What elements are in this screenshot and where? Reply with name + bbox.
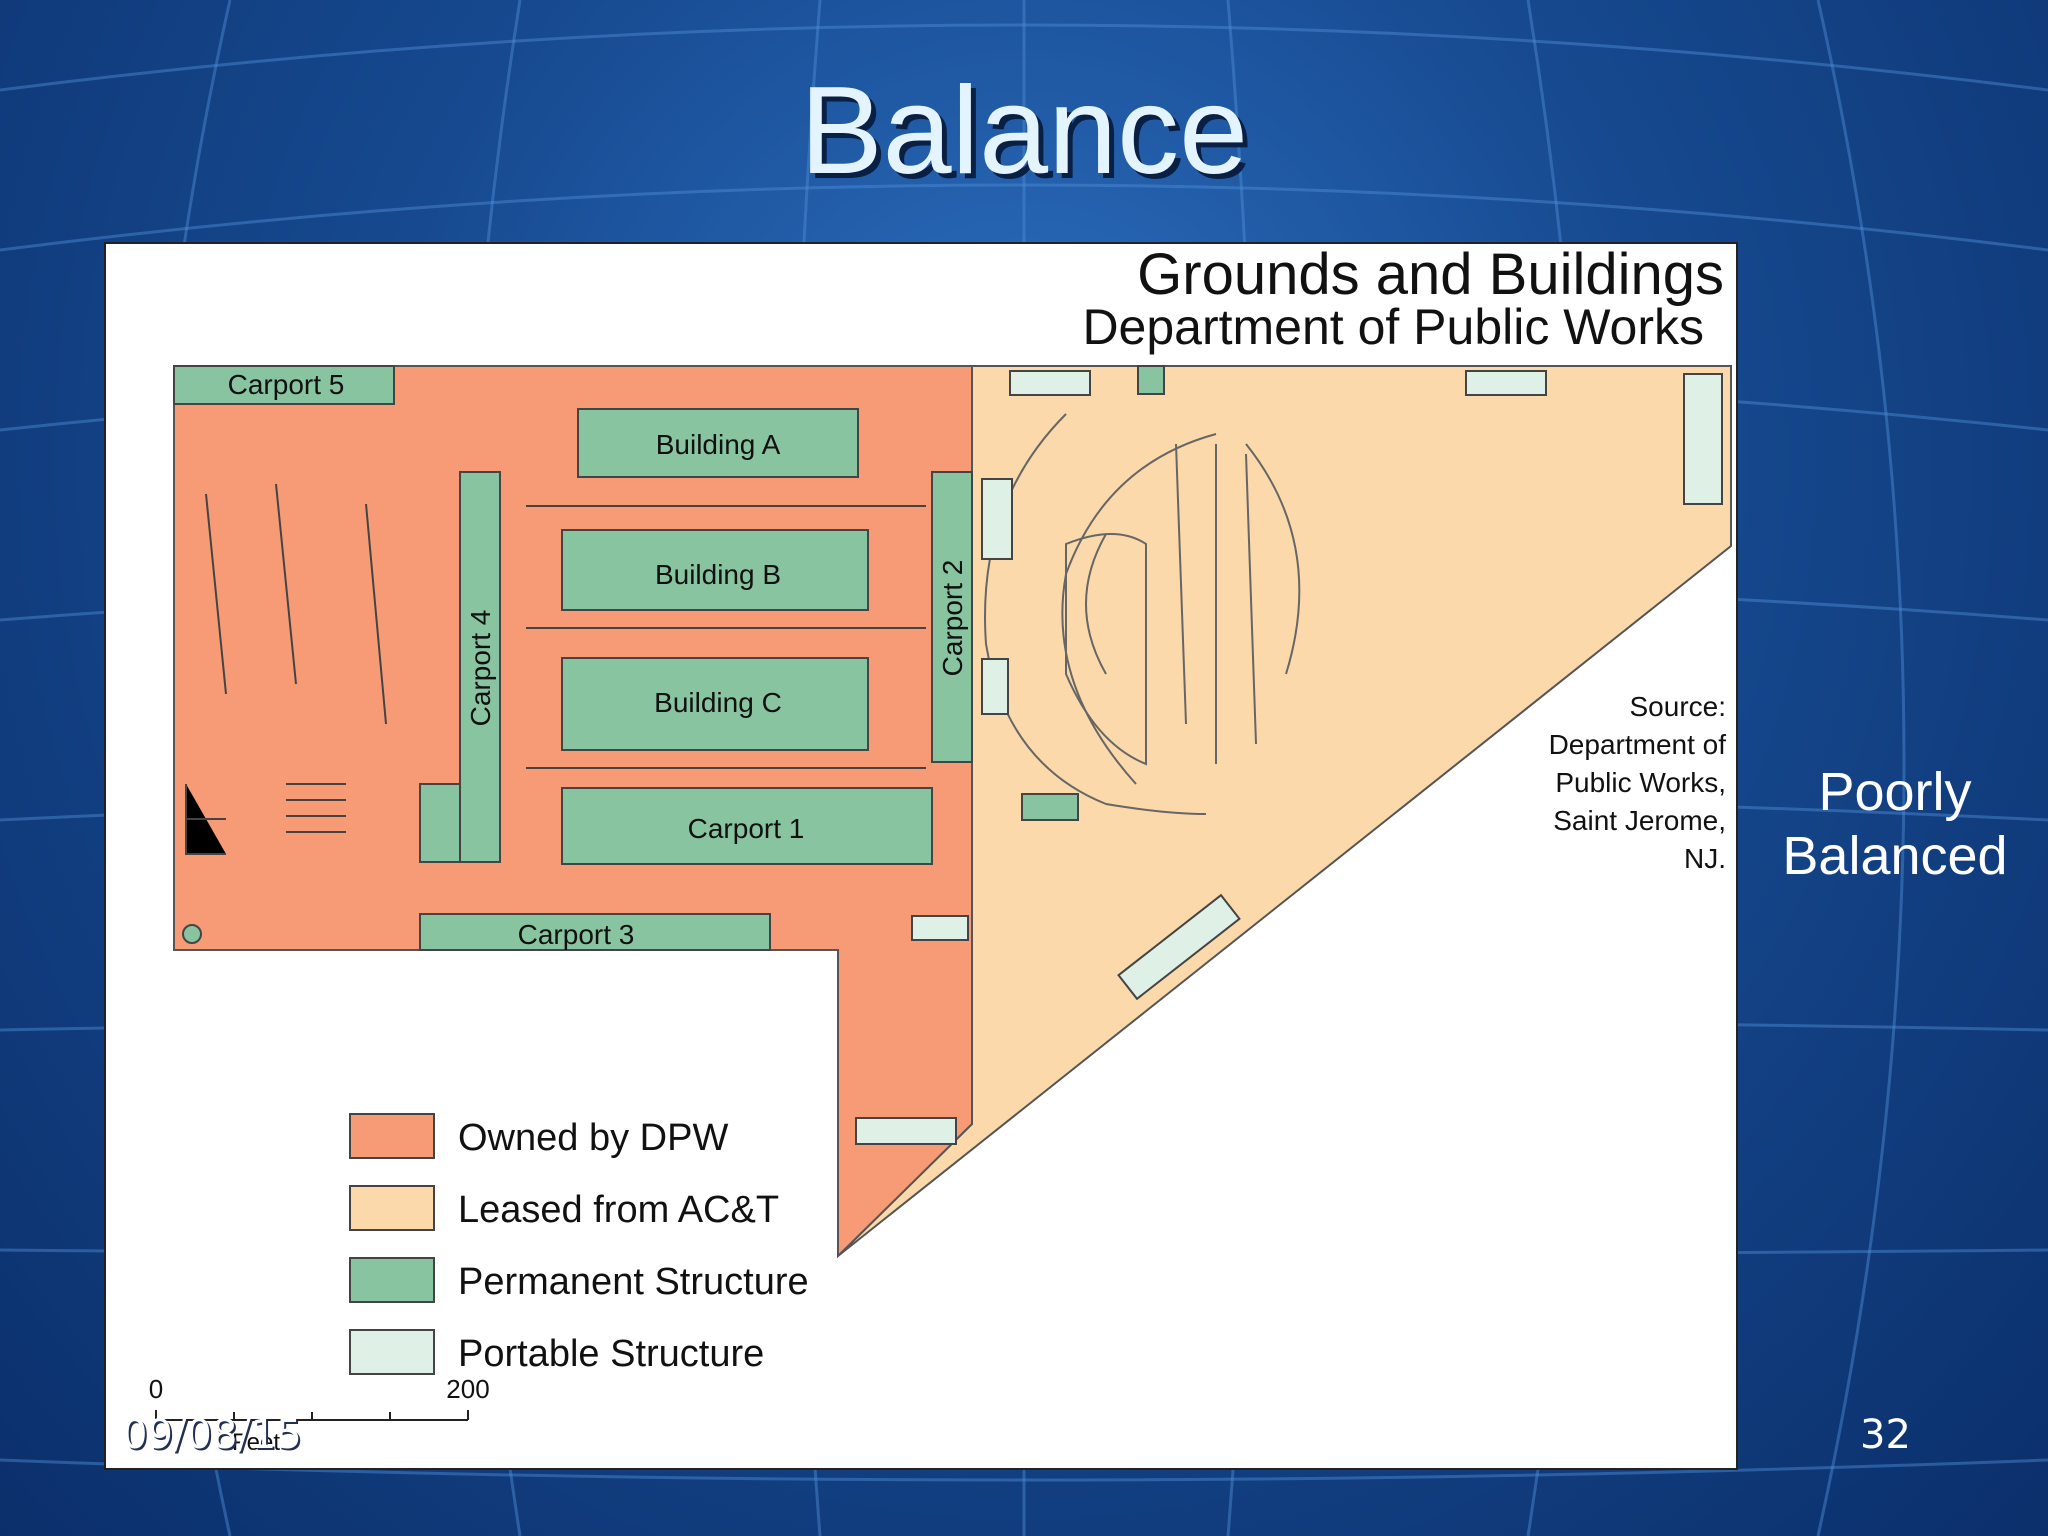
map-title: Grounds and Buildings (1137, 244, 1724, 307)
source-line: Saint Jerome, (1553, 805, 1726, 836)
source-line: Department of (1549, 729, 1727, 760)
label-carport-2: Carport 2 (937, 560, 968, 677)
label-carport-1: Carport 1 (688, 813, 805, 844)
label-building-c: Building C (654, 687, 782, 718)
carport-3-structure (419, 913, 771, 951)
source-line: NJ. (1684, 843, 1726, 874)
scale-bar: 0 200 Feet (149, 1374, 490, 1456)
label-building-b: Building B (655, 559, 781, 590)
site-map: Grounds and Buildings Department of Publ… (104, 242, 1738, 1470)
portable-structure (855, 1117, 957, 1145)
legend-label: Permanent Structure (458, 1261, 809, 1303)
label-building-a: Building A (656, 429, 781, 460)
side-note-line: Balanced (1782, 826, 2008, 886)
legend-label: Owned by DPW (458, 1117, 728, 1159)
slide-date: 09/08/15 (122, 1412, 302, 1458)
scale-unit: Feet (232, 1429, 280, 1456)
label-carport-5: Carport 5 (228, 369, 345, 400)
portable-structure (1683, 373, 1723, 505)
permanent-structure (1021, 793, 1079, 821)
label-carport-4: Carport 4 (465, 610, 496, 727)
portable-structure (1009, 370, 1091, 396)
carport-5-structure (173, 365, 395, 405)
building-a-structure (577, 408, 859, 478)
legend-swatch-owned (349, 1113, 435, 1159)
portable-structure (1465, 370, 1547, 396)
legend-swatch-permanent (349, 1257, 435, 1303)
label-carport-3: Carport 3 (518, 919, 635, 950)
scale-start: 0 (149, 1374, 163, 1404)
building-b-structure (561, 529, 869, 611)
slide-title: Balance (799, 62, 1249, 200)
portable-structure (981, 478, 1013, 560)
source-note: Source: Department of Public Works, Sain… (1549, 691, 1727, 874)
map-legend: Owned by DPW Leased from AC&T Permanent … (349, 1113, 809, 1375)
legend-swatch-portable (349, 1329, 435, 1375)
scale-end: 200 (446, 1374, 489, 1404)
side-note-line: Poorly (1818, 762, 1972, 822)
carport-2-structure (931, 471, 973, 763)
carport-4-structure (459, 471, 501, 863)
carport-4-annex (419, 783, 461, 863)
source-line: Source: (1630, 691, 1727, 722)
map-subtitle: Department of Public Works (1082, 299, 1704, 355)
source-line: Public Works, (1555, 767, 1726, 798)
portable-structure (981, 658, 1009, 715)
portable-structure (1117, 893, 1241, 1001)
building-c-structure (561, 657, 869, 751)
side-note: Poorly Balanced (1760, 760, 2030, 888)
slide-number: 32 (1860, 1412, 1911, 1458)
legend-label: Portable Structure (458, 1333, 764, 1375)
legend-swatch-leased (349, 1185, 435, 1231)
legend-label: Leased from AC&T (458, 1189, 779, 1231)
permanent-structure (1137, 365, 1165, 395)
portable-structure (911, 915, 969, 941)
carport-1-structure (561, 787, 933, 865)
round-feature (182, 924, 202, 944)
